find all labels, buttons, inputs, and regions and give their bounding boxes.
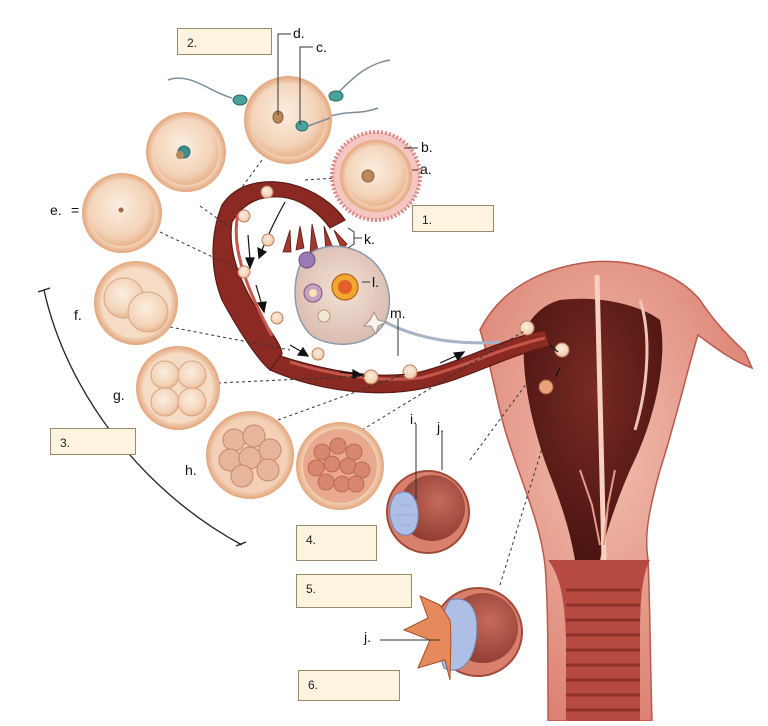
answer-box-4[interactable]: 4. (296, 525, 377, 561)
fertilization-cell (244, 76, 332, 164)
ovarian-ligament (384, 320, 501, 345)
follicle-icon (298, 251, 316, 269)
sperm-head-icon (232, 94, 248, 106)
four-cell-stage (136, 346, 220, 430)
leader-lines (277, 33, 443, 641)
uterus (479, 260, 754, 722)
secondary-oocyte (330, 130, 422, 222)
label-e: e. (50, 202, 62, 218)
vaginal-rugae (566, 588, 640, 712)
travel-arrows (245, 201, 561, 379)
label-h: h. (185, 462, 197, 478)
nucleus (361, 169, 375, 183)
guide-lines (159, 159, 561, 586)
label-a: a. (420, 161, 432, 177)
eight-cell-stage (206, 411, 294, 499)
implanting-blastocyst (538, 379, 554, 395)
tube-embryos (237, 185, 535, 385)
label-l: l. (372, 274, 379, 290)
corpus-albicans (362, 310, 388, 336)
label-c: c. (316, 39, 327, 55)
label-e-equals: = (71, 202, 80, 218)
label-i: i. (410, 411, 417, 427)
two-cell-stage (94, 261, 178, 345)
fimbriae (282, 223, 348, 255)
label-d: d. (293, 25, 305, 41)
answer-box-6[interactable]: 6. (298, 670, 400, 701)
answer-box-5[interactable]: 5. (296, 574, 412, 608)
male-pronucleus (295, 120, 309, 132)
label-j-top: j. (437, 419, 444, 435)
label-f: f. (74, 307, 82, 323)
inner-cell-mass (389, 491, 419, 536)
label-m: m. (390, 305, 406, 321)
label-j-bottom: j. (364, 629, 371, 645)
uterine-cavity (523, 298, 663, 560)
label-b: b. (421, 139, 433, 155)
answer-box-1[interactable]: 1. (412, 205, 494, 232)
implanting-blastocyst-detail (402, 587, 523, 681)
label-g: g. (113, 387, 125, 403)
pronuclei-cell (146, 112, 226, 192)
cut-edge (594, 274, 607, 561)
blastocyst (386, 470, 470, 554)
answer-box-2[interactable]: 2. (177, 28, 272, 55)
ovary (294, 245, 501, 345)
syncytiotrophoblast (402, 595, 452, 681)
zygote (82, 173, 162, 253)
uterine-blastocyst (554, 342, 570, 358)
answer-box-3[interactable]: 3. (50, 428, 136, 455)
label-k: k. (364, 231, 375, 247)
morula (296, 422, 384, 510)
